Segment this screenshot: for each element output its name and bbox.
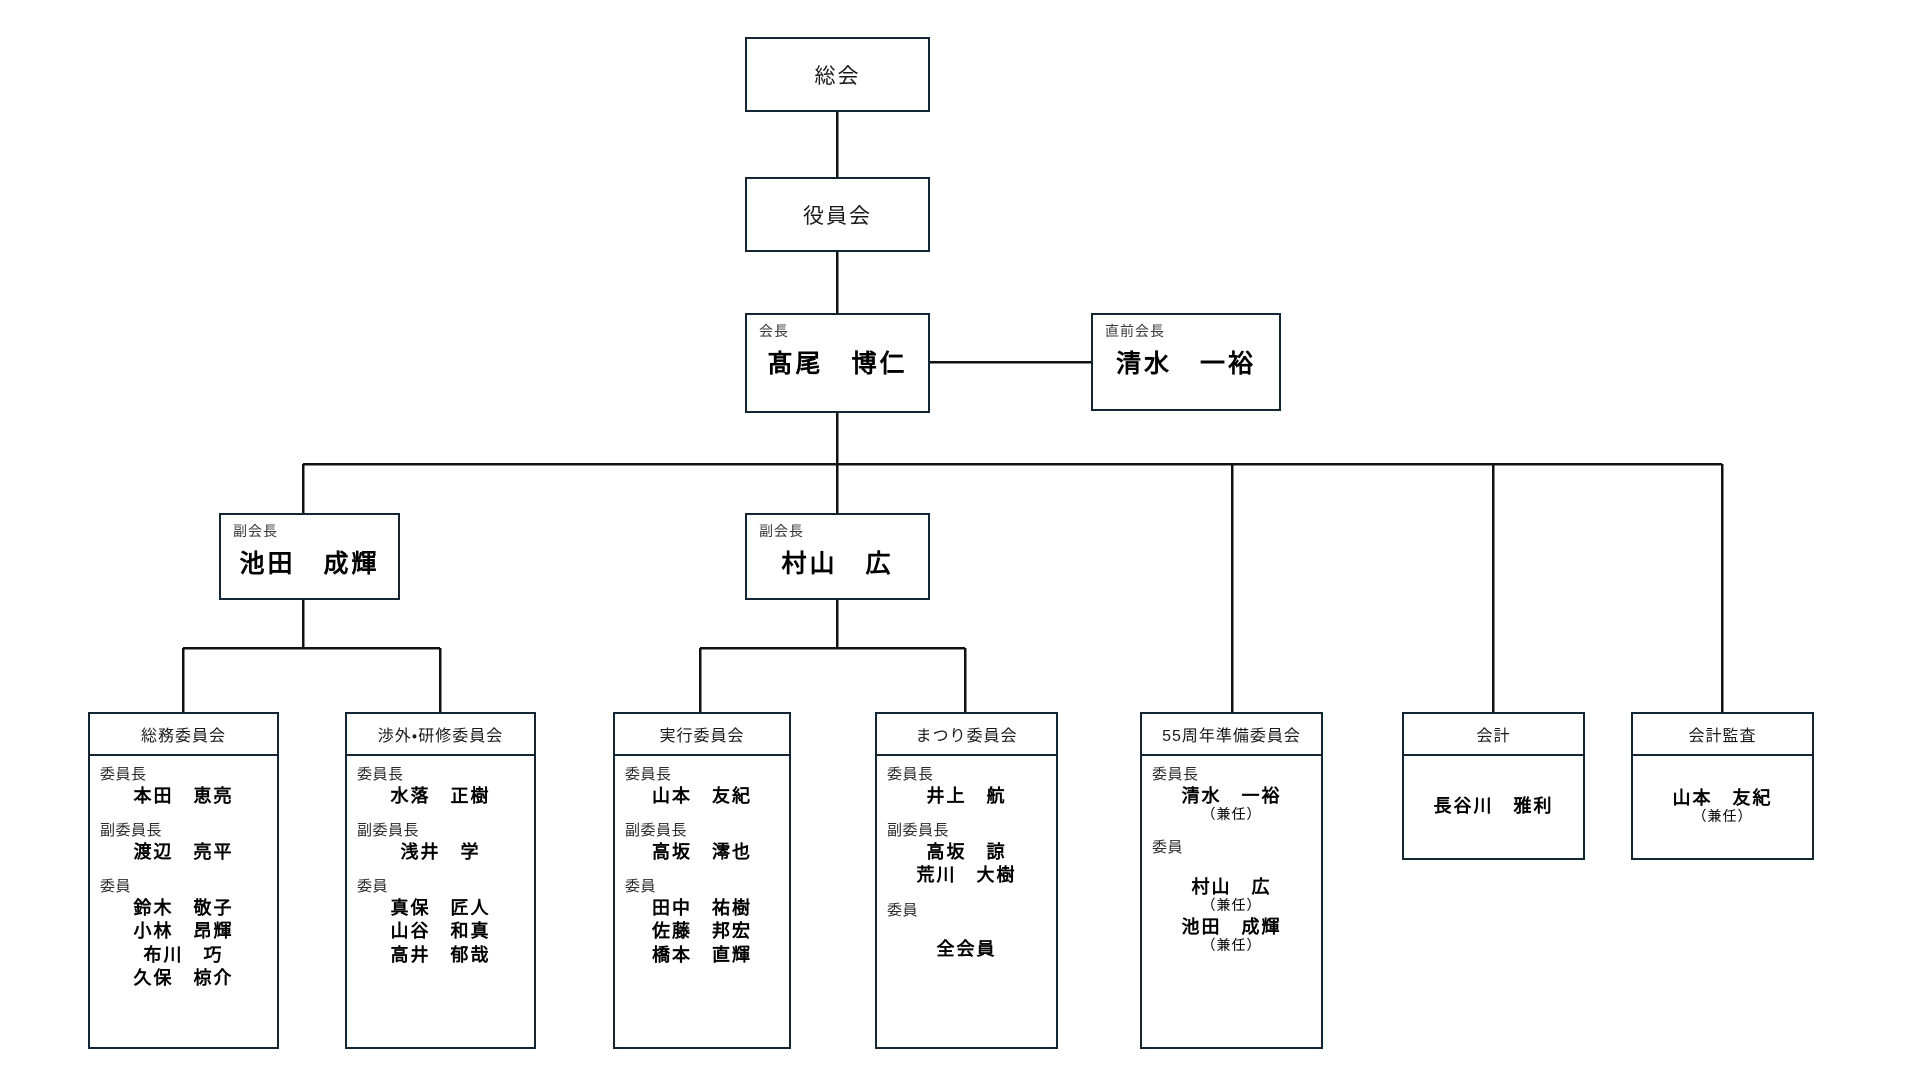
committee-member-name: 水落 正樹 [390,785,491,806]
node-vice-president-1[interactable]: 副会長 池田 成輝 [219,513,400,600]
node-president[interactable]: 会長 髙尾 博仁 [745,313,930,413]
committee-title: 55周年準備委員会 [1142,714,1321,756]
committee-title: 実行委員会 [615,714,789,756]
committee-member-name: 小林 昂輝 [133,921,234,942]
past-president-name: 清水 一裕 [1115,350,1256,378]
auditor-title: 会計監査 [1633,714,1812,756]
committee-group: 委員長本田 恵亮 [90,766,277,808]
node-committee-general-affairs[interactable]: 総務委員会 委員長本田 恵亮副委員長渡辺 亮平委員鈴木 敬子小林 昂輝布川 巧久… [88,712,279,1049]
node-committee-external-training[interactable]: 渉外・研修委員会 委員長水落 正樹副委員長浅井 学委員真保 匠人山谷 和真高井 … [345,712,536,1049]
committee-role-label: 委員 [887,901,919,919]
committee-member-name: 高坂 澪也 [652,841,752,862]
committee-role-label: 副委員長 [887,822,950,840]
committee-member-name: 高井 郁哉 [390,944,491,965]
node-board[interactable]: 役員会 [745,177,930,252]
past-president-role: 直前会長 [1105,323,1165,339]
committee-role-label: 委員 [1152,838,1184,856]
committee-member-name: 鈴木 敬子 [133,898,234,919]
committee-group: 副委員長渡辺 亮平 [90,822,277,864]
committee-role-label: 委員長 [625,766,672,783]
node-past-president[interactable]: 直前会長 清水 一裕 [1091,313,1281,411]
committee-member-name: 山谷 和真 [390,921,491,942]
committee-member-name: 渡辺 亮平 [133,841,234,862]
committee-role-label: 委員長 [887,766,934,783]
committee-role-label: 副委員長 [625,822,688,840]
committee-body: 委員長清水 一裕（兼任）委員村山 広（兼任）池田 成輝（兼任） [1142,756,1321,1047]
committee-group: 委員長水落 正樹 [347,766,534,808]
committee-member-name: 田中 祐樹 [652,898,752,919]
auditor-note: （兼任） [1692,810,1753,826]
committee-group: 委員鈴木 敬子小林 昂輝布川 巧久保 椋介 [90,878,277,990]
president-role: 会長 [759,323,789,339]
committee-body: 委員長山本 友紀副委員長高坂 澪也委員田中 祐樹佐藤 邦宏橋本 直輝 [615,756,789,1047]
auditor-body: 山本 友紀 （兼任） [1633,756,1812,858]
node-general-meeting[interactable]: 総会 [745,37,930,112]
committee-role-label: 委員 [625,878,657,896]
committee-member-name: 池田 成輝 [1181,916,1282,937]
committee-title: まつり委員会 [877,714,1056,756]
general-meeting-label: 総会 [814,64,861,88]
committee-body: 委員長井上 航副委員長高坂 諒荒川 大樹委員全会員 [877,756,1056,1047]
committee-member-note: （兼任） [1201,899,1262,915]
committee-title: 総務委員会 [90,714,277,756]
committee-group: 委員長山本 友紀 [615,766,789,808]
committee-member-name: 本田 恵亮 [133,785,234,806]
committee-member-name: 佐藤 邦宏 [652,921,752,942]
node-accounting[interactable]: 会計 長谷川 雅利 [1402,712,1585,860]
committee-role-label: 副委員長 [357,822,420,840]
node-committee-anniversary[interactable]: 55周年準備委員会 委員長清水 一裕（兼任）委員村山 広（兼任）池田 成輝（兼任… [1140,712,1323,1049]
committee-member-note: （兼任） [1201,808,1262,824]
committee-member-name: 布川 巧 [143,944,224,965]
committee-member-name: 村山 広 [1191,876,1272,897]
committee-title: 渉外・研修委員会 [347,714,534,756]
committee-group: 委員真保 匠人山谷 和真高井 郁哉 [347,878,534,967]
committee-member-name: 浅井 学 [400,841,481,862]
accounting-body: 長谷川 雅利 [1404,756,1583,858]
committee-body: 委員長水落 正樹副委員長浅井 学委員真保 匠人山谷 和真高井 郁哉 [347,756,534,1047]
committee-spacer [1142,858,1321,876]
committee-group: 委員長清水 一裕 （兼任） [1142,766,1321,825]
committee-member-name: 井上 航 [926,785,1007,806]
vice-president-2-name: 村山 広 [781,550,894,578]
committee-role-label: 副委員長 [100,822,163,840]
committee-role-label: 委員 [357,878,389,896]
board-label: 役員会 [803,204,872,228]
committee-member-name: 橋本 直輝 [652,944,752,965]
vice-president-1-name: 池田 成輝 [239,550,380,578]
committee-group: 委員長井上 航 [877,766,1056,808]
committee-member-name: 山本 友紀 [652,785,752,806]
committee-group: 委員田中 祐樹佐藤 邦宏橋本 直輝 [615,878,789,967]
auditor-name: 山本 友紀 [1672,787,1773,808]
committee-role-label: 委員長 [1152,766,1199,783]
committee-group: 副委員長高坂 澪也 [615,822,789,864]
committee-group: 副委員長高坂 諒荒川 大樹 [877,822,1056,888]
committee-role-label: 委員長 [357,766,404,783]
node-auditor[interactable]: 会計監査 山本 友紀 （兼任） [1631,712,1814,860]
committee-member-name: 全会員 [936,939,997,960]
committee-group: 副委員長浅井 学 [347,822,534,864]
committee-spacer [877,920,1056,938]
node-committee-festival[interactable]: まつり委員会 委員長井上 航副委員長高坂 諒荒川 大樹委員全会員 [875,712,1058,1049]
committee-group: 委員村山 広（兼任）池田 成輝（兼任） [1142,839,1321,956]
committee-member-name: 荒川 大樹 [916,865,1017,886]
accounting-name: 長谷川 雅利 [1433,796,1554,817]
committee-member-name: 久保 椋介 [133,968,234,989]
node-committee-executive[interactable]: 実行委員会 委員長山本 友紀副委員長高坂 澪也委員田中 祐樹佐藤 邦宏橋本 直輝 [613,712,791,1049]
committee-member-name: 高坂 諒 [926,841,1007,862]
committee-member-name: 清水 一裕 [1181,785,1282,806]
committee-role-label: 委員 [100,878,132,896]
accounting-title: 会計 [1404,714,1583,756]
committee-member-name: 真保 匠人 [390,898,491,919]
node-vice-president-2[interactable]: 副会長 村山 広 [745,513,930,600]
president-name: 髙尾 博仁 [767,350,908,378]
committee-role-label: 委員長 [100,766,147,783]
committee-body: 委員長本田 恵亮副委員長渡辺 亮平委員鈴木 敬子小林 昂輝布川 巧久保 椋介 [90,756,277,1047]
vice-president-2-role: 副会長 [759,523,804,539]
vice-president-1-role: 副会長 [233,523,278,539]
committee-member-note: （兼任） [1201,939,1262,955]
committee-group: 委員全会員 [877,902,1056,962]
